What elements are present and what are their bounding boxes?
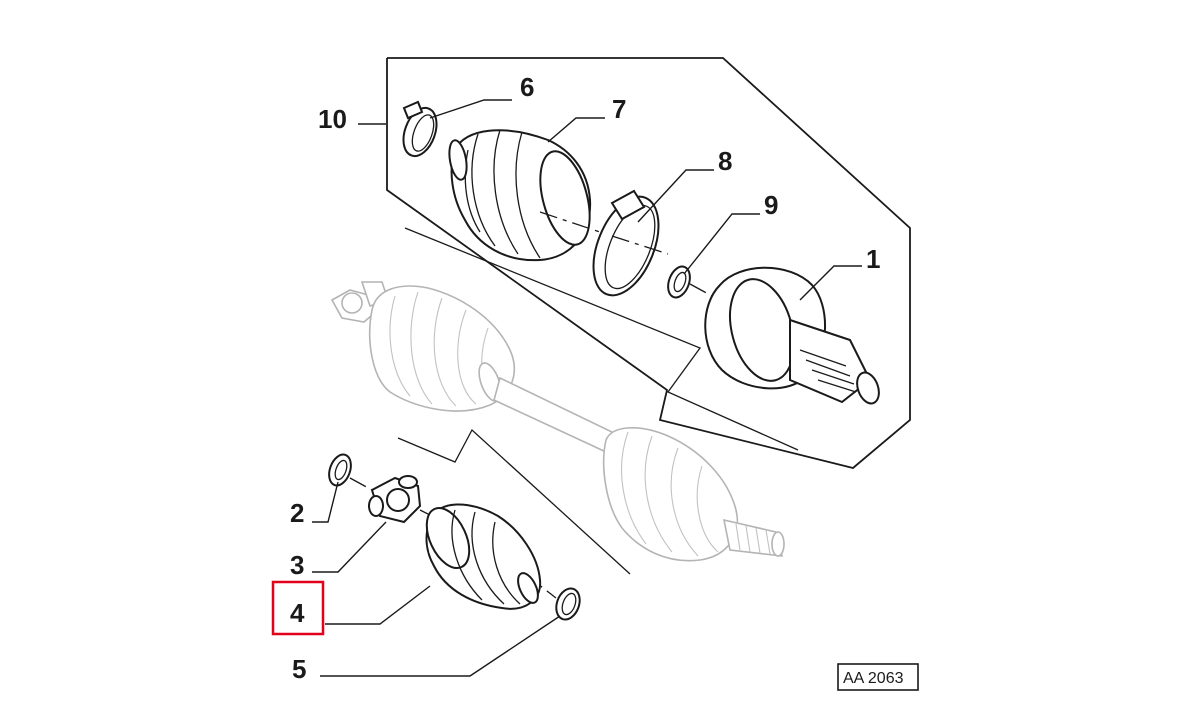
leader-1 <box>799 265 862 301</box>
part-7-outer-boot-drawing <box>448 129 592 262</box>
leader-2 <box>312 481 339 523</box>
kit-axis-line <box>539 211 713 297</box>
reference-code: AA 2063 <box>843 670 904 687</box>
callout-3: 3 <box>290 550 304 580</box>
part-9-circlip-drawing <box>667 265 691 299</box>
kit-frame <box>386 57 911 469</box>
part-3-tripod-drawing <box>368 475 422 524</box>
drive-shaft-ghost <box>330 281 785 562</box>
leader-9 <box>683 213 760 275</box>
section-divider-lower <box>397 428 631 575</box>
callout-1: 1 <box>866 244 880 274</box>
callout-4-highlight-box <box>271 580 325 636</box>
callout-8: 8 <box>718 146 732 176</box>
callout-5: 5 <box>292 654 306 684</box>
callout-2: 2 <box>290 498 304 528</box>
part-1-cv-joint-drawing <box>704 266 880 405</box>
part-4-inner-boot-drawing <box>425 503 542 610</box>
callout-10: 10 <box>318 104 347 134</box>
section-divider-upper <box>404 227 799 451</box>
leader-5 <box>320 615 561 677</box>
callout-4: 4 <box>290 598 305 628</box>
leader-3 <box>312 521 387 573</box>
part-8-clamp-drawing <box>592 189 660 297</box>
callout-7: 7 <box>612 94 626 124</box>
callout-6: 6 <box>520 72 534 102</box>
part-2-circlip-drawing <box>328 453 352 487</box>
callout-9: 9 <box>764 190 778 220</box>
reference-code-box: AA 2063 <box>837 663 919 691</box>
part-5-clamp-drawing <box>555 587 581 621</box>
leader-8 <box>637 169 714 223</box>
leader-4 <box>325 585 431 625</box>
part-6-clamp-drawing <box>402 100 438 158</box>
leader-7 <box>547 117 605 143</box>
leader-6 <box>429 99 512 119</box>
